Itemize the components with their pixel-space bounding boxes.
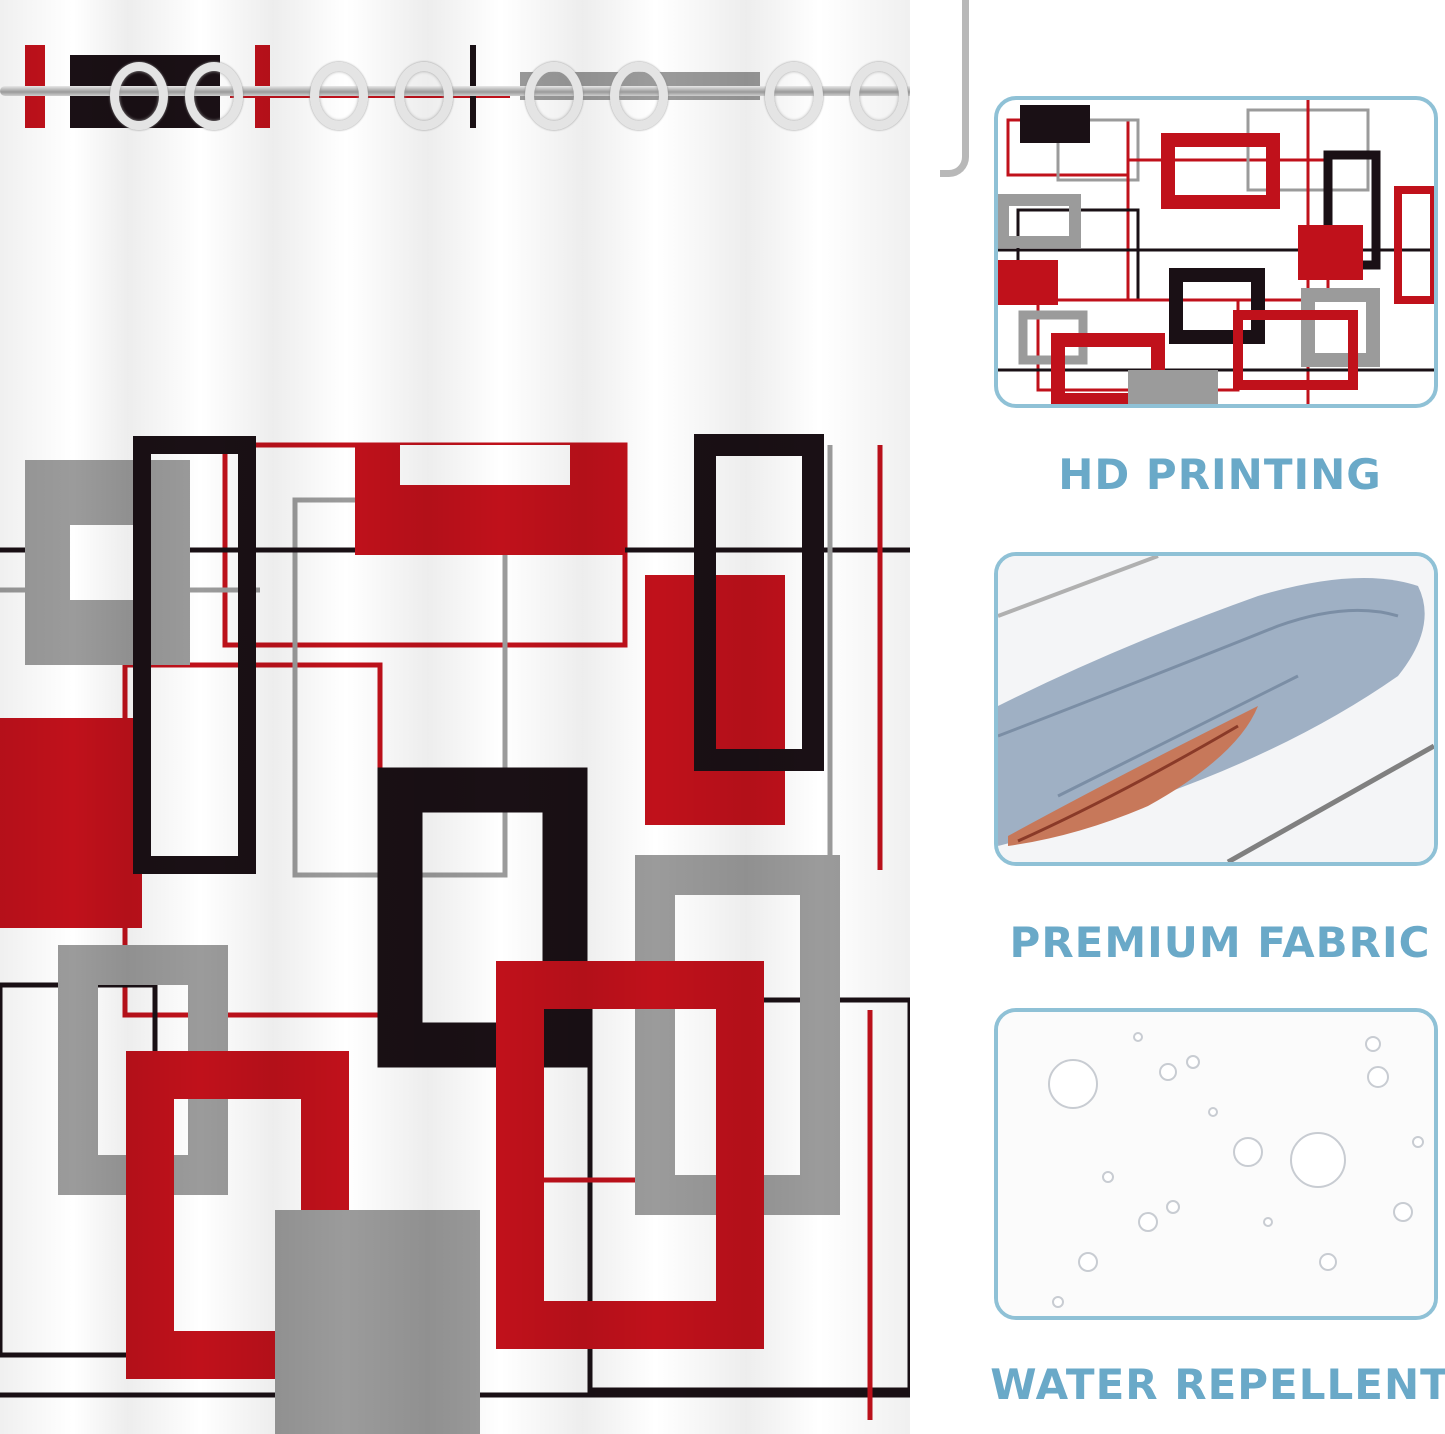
curtain-ring — [395, 62, 453, 130]
water-droplets-icon — [994, 1008, 1438, 1320]
rod-bracket — [940, 0, 969, 177]
feature-list: HD PRINTING PREMIUM FABRIC — [980, 0, 1445, 1434]
curtain-ring — [850, 62, 908, 130]
feature-label-hd-printing: HD PRINTING — [1058, 450, 1382, 499]
curtain-ring — [110, 62, 168, 130]
curtain-rod — [0, 86, 910, 96]
geometric-pattern — [0, 0, 910, 1434]
curtain-ring — [525, 62, 583, 130]
curtain-ring — [610, 62, 668, 130]
rolled-fabric-icon — [994, 552, 1438, 866]
curtain-ring — [765, 62, 823, 130]
feature-label-premium-fabric: PREMIUM FABRIC — [1009, 918, 1431, 967]
curtain-ring — [310, 62, 368, 130]
pattern-closeup-icon — [994, 96, 1438, 408]
shower-curtain-image — [0, 0, 910, 1434]
curtain-ring — [185, 62, 243, 130]
feature-label-water-repellent: WATER REPELLENT — [990, 1360, 1445, 1409]
